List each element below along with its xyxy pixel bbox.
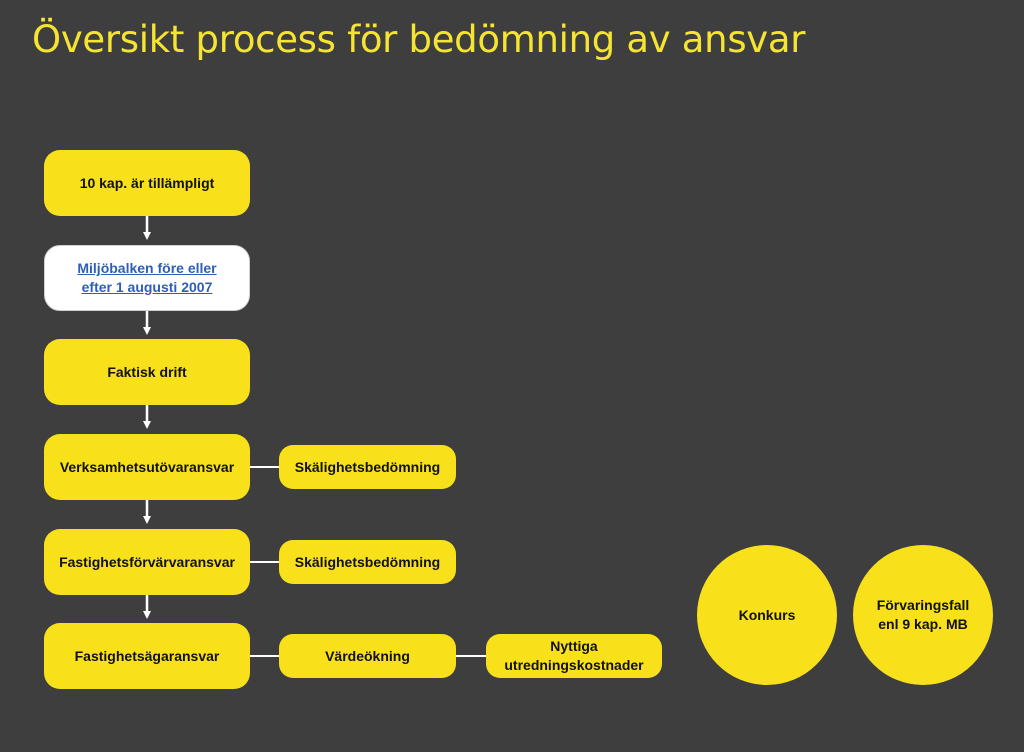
- slide-title: Översikt process för bedömning av ansvar: [32, 18, 806, 61]
- step-miljobalken[interactable]: Miljöbalken före eller efter 1 augusti 2…: [44, 245, 250, 311]
- side-skalighetsbedomning-2-label: Skälighetsbedömning: [294, 553, 441, 570]
- connector-step6-side: [250, 655, 279, 657]
- side-skalighetsbedomning-1-label: Skälighetsbedömning: [294, 458, 441, 475]
- forvaringsfall-line1: Förvaringsfall: [876, 597, 970, 614]
- connector-step5-side: [250, 561, 279, 563]
- step-10-kap-label: 10 kap. är tillämpligt: [79, 174, 215, 191]
- step-verksamhetsutovaransvar: Verksamhetsutövaransvar: [44, 434, 250, 500]
- side-nyttiga-utredningskostnader: Nyttiga utredningskostnader: [486, 634, 662, 678]
- step-10-kap: 10 kap. är tillämpligt: [44, 150, 250, 216]
- side-vardeokning: Värdeökning: [279, 634, 456, 678]
- nyttiga-line1: Nyttiga: [550, 638, 598, 655]
- miljobalken-link-line2: efter 1 augusti 2007: [81, 279, 213, 295]
- step-fastighetsagaransvar: Fastighetsägaransvar: [44, 623, 250, 689]
- circle-konkurs-label: Konkurs: [738, 606, 796, 623]
- connector-side-side2: [456, 655, 486, 657]
- step-faktisk-drift: Faktisk drift: [44, 339, 250, 405]
- side-vardeokning-label: Värdeökning: [325, 647, 410, 664]
- side-skalighetsbedomning-1: Skälighetsbedömning: [279, 445, 456, 489]
- step-faktisk-drift-label: Faktisk drift: [107, 363, 187, 380]
- circle-forvaringsfall-label: Förvaringsfall enl 9 kap. MB: [877, 596, 970, 634]
- miljobalken-link-line1: Miljöbalken före eller: [77, 260, 217, 277]
- connector-step4-side: [250, 466, 279, 468]
- step-fastighetsforvarvaransvar-label: Fastighetsförvärvaransvar: [59, 553, 235, 570]
- nyttiga-line2: utredningskostnader: [504, 657, 644, 673]
- forvaringsfall-line2: enl 9 kap. MB: [878, 616, 968, 632]
- step-fastighetsagaransvar-label: Fastighetsägaransvar: [74, 647, 220, 664]
- circle-konkurs: Konkurs: [697, 545, 837, 685]
- side-skalighetsbedomning-2: Skälighetsbedömning: [279, 540, 456, 584]
- step-fastighetsforvarvaransvar: Fastighetsförvärvaransvar: [44, 529, 250, 595]
- miljobalken-link[interactable]: Miljöbalken före eller efter 1 augusti 2…: [77, 259, 216, 297]
- circle-forvaringsfall: Förvaringsfall enl 9 kap. MB: [853, 545, 993, 685]
- side-nyttiga-utredningskostnader-label: Nyttiga utredningskostnader: [504, 637, 643, 675]
- step-verksamhetsutovaransvar-label: Verksamhetsutövaransvar: [59, 458, 235, 475]
